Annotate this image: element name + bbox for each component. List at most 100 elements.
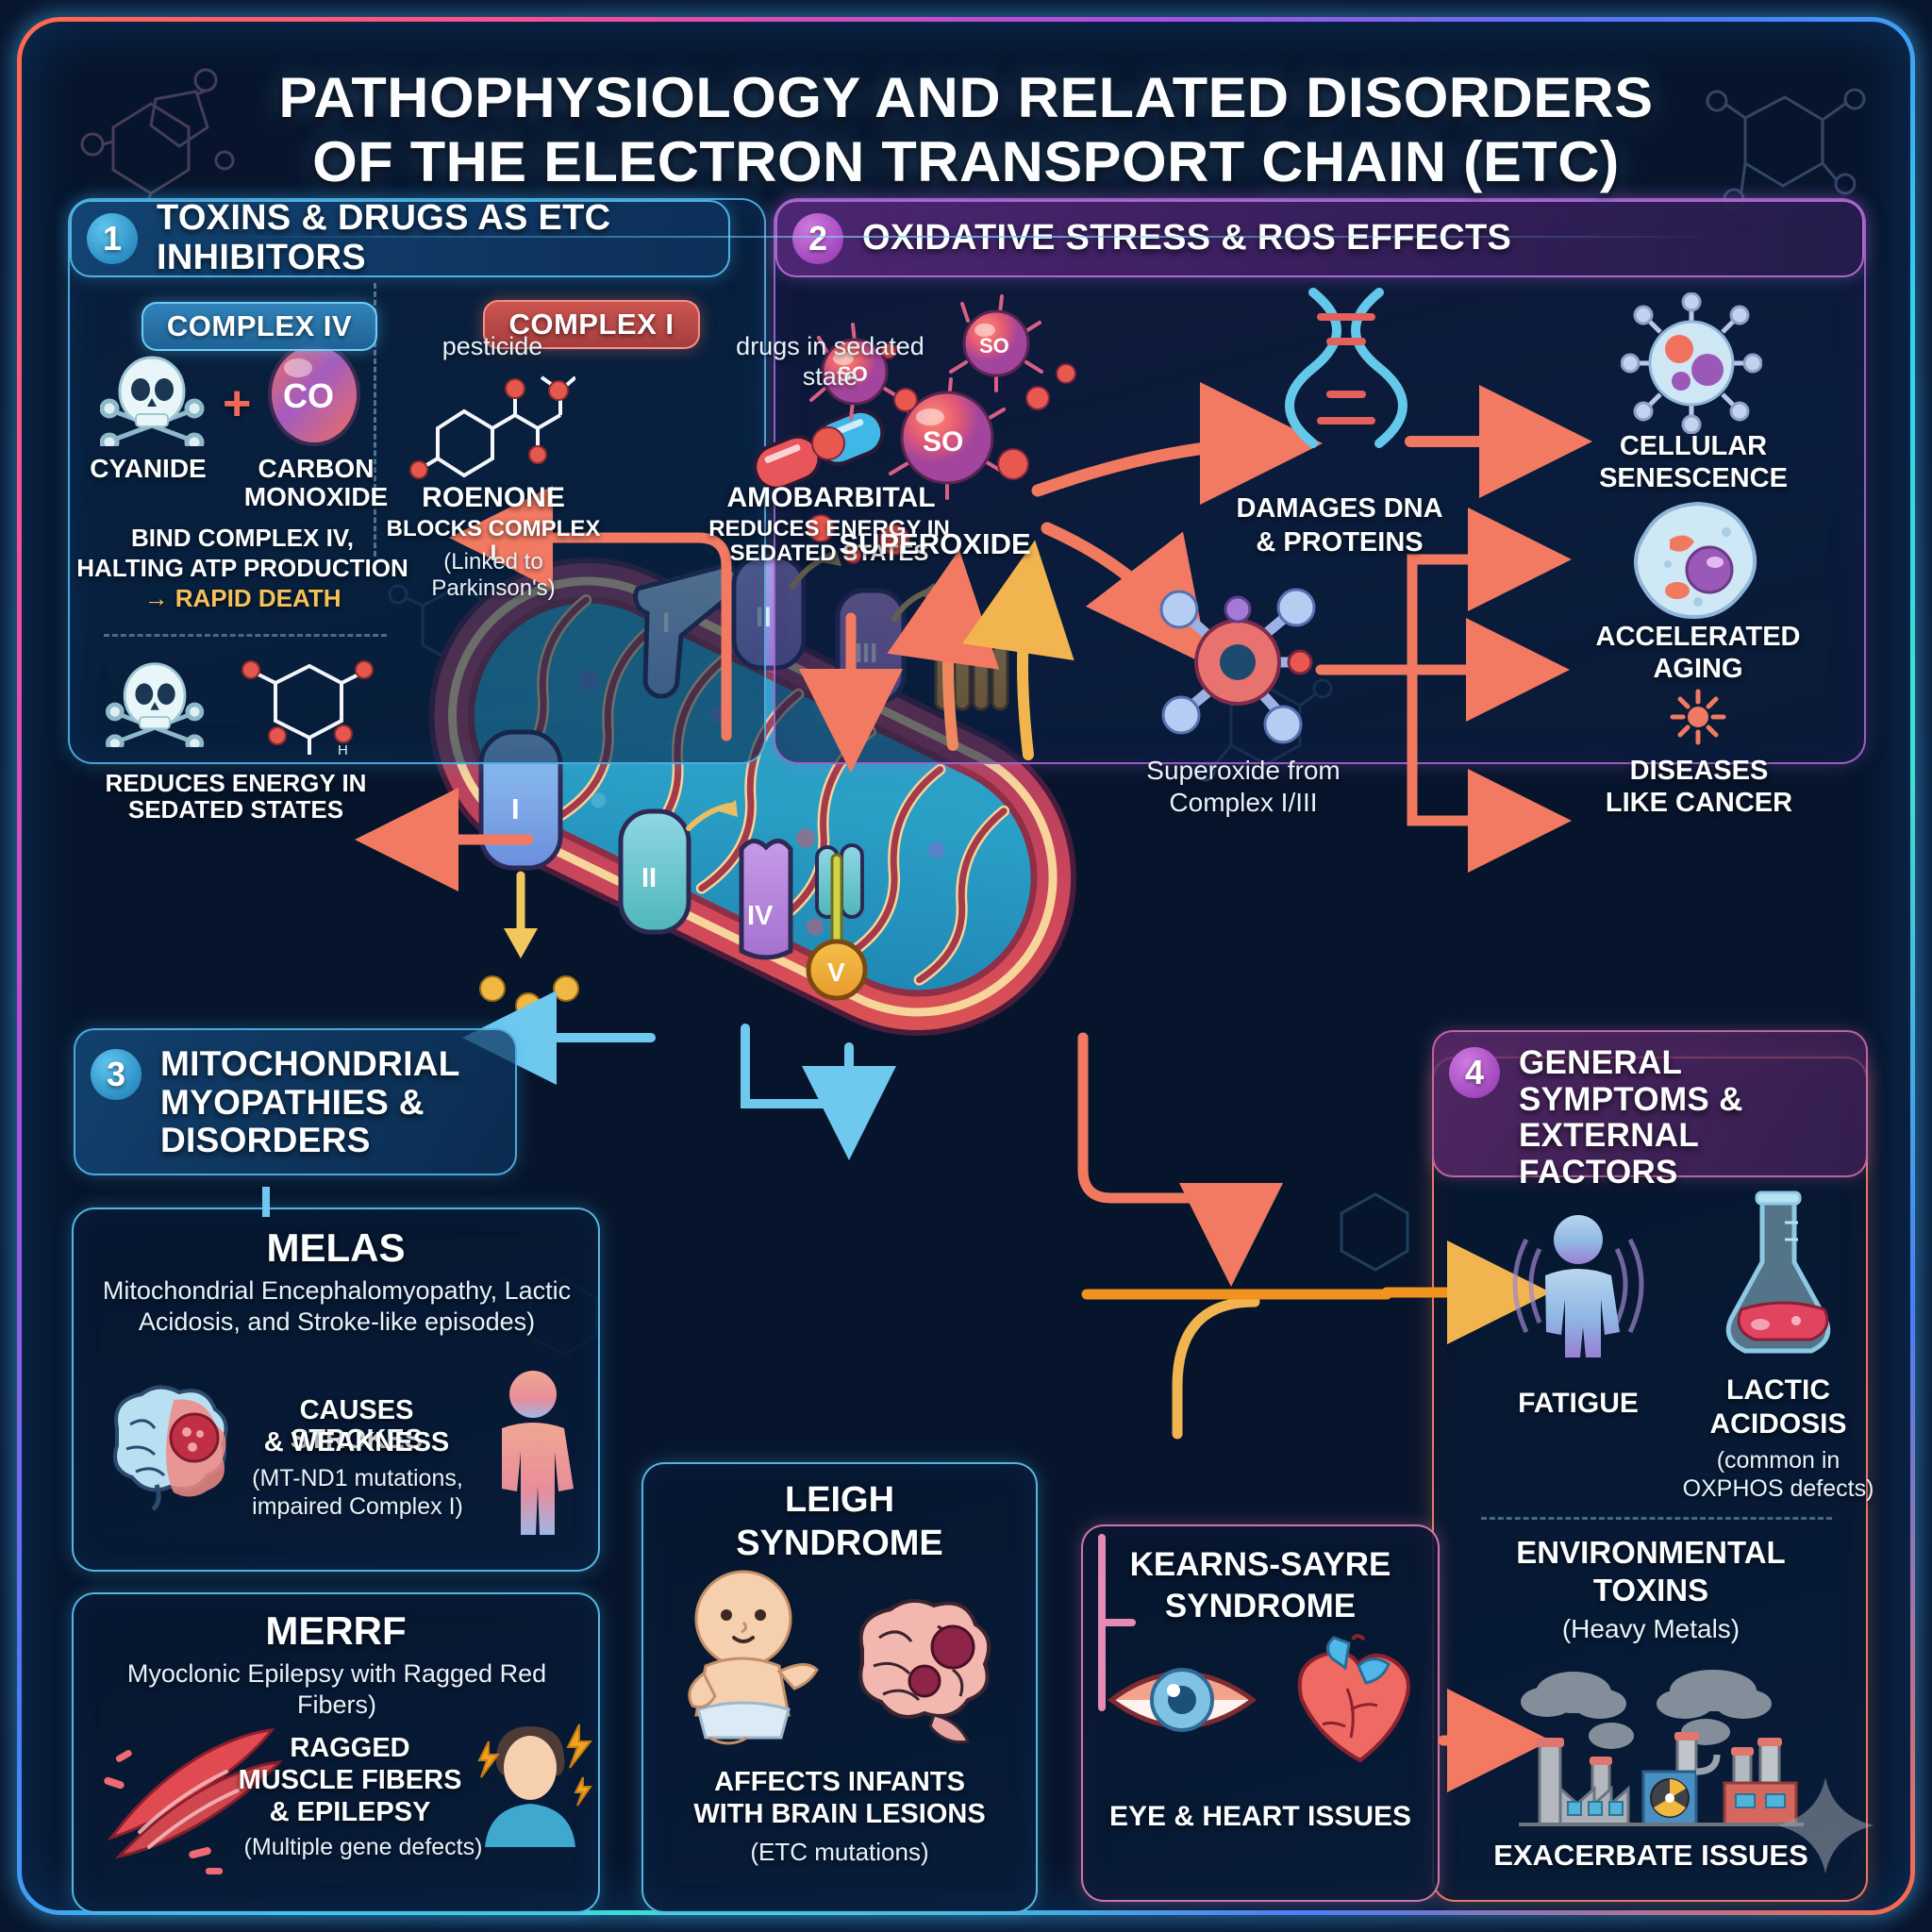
merrf-expansion: Myoclonic Epilepsy with Ragged Red Fiber… (126, 1659, 547, 1719)
panel-1-badge: 1 (87, 213, 138, 264)
person-seizure-icon (477, 1724, 593, 1847)
flask-icon (1725, 1191, 1831, 1354)
kicker-pesticide: pesticide (441, 332, 543, 360)
outcome-senescence-line2: SENESCENCE (1599, 463, 1788, 493)
effect-rapid-death: → RAPID DEATH (143, 584, 341, 612)
panel-4-badge: 4 (1449, 1047, 1500, 1098)
panel-4-title-line3: EXTERNAL FACTORS (1519, 1117, 1699, 1191)
outcome-aging-line2: AGING (1653, 654, 1743, 684)
barbiturate-molecule-icon: H (242, 660, 374, 758)
panel-4-header: 4 GENERAL SYMPTOMS & EXTERNAL FACTORS (1432, 1030, 1868, 1190)
label-carbon-monoxide: CARBON MONOXIDE (243, 454, 389, 512)
skull-crossbones-icon (106, 662, 205, 747)
panel-4-title-line2: SYMPTOMS & (1519, 1080, 1743, 1118)
label-fatigue: FATIGUE (1518, 1388, 1639, 1419)
svg-text:H: H (338, 742, 348, 758)
title-line-2: OF THE ELECTRON TRANSPORT CHAIN (ETC) (312, 129, 1620, 193)
label-damages-proteins: & PROTEINS (1256, 527, 1424, 558)
title-divider (208, 236, 1724, 238)
effect-bind-complex-iv: BIND COMPLEX IV, (131, 524, 354, 552)
sparkle-watermark-icon (1777, 1777, 1874, 1874)
outcome-diseases-line1: DISEASES (1629, 756, 1769, 786)
rotenone-molecule-icon (409, 375, 575, 479)
dna-helix-icon (1285, 288, 1407, 448)
heart-icon (1297, 1634, 1410, 1763)
panel-2-header: 2 OXIDATIVE STRESS & ROS EFFECTS (775, 200, 1864, 277)
leigh-note: (ETC mutations) (750, 1838, 929, 1866)
kearns-title-line1: KEARNS-SAYRE (1129, 1546, 1391, 1583)
svg-text:SO: SO (979, 334, 1009, 358)
merrf-effect-line1: RAGGED (290, 1733, 410, 1763)
leigh-title-line1: LEIGH (784, 1480, 895, 1520)
leigh-effect-line1: AFFECTS INFANTS (714, 1767, 965, 1797)
svg-text:CO: CO (283, 376, 334, 415)
brain-stroke-icon (113, 1385, 228, 1511)
lactic-note: (common in OXPHOS defects) (1682, 1447, 1874, 1502)
kearns-title-line2: SYNDROME (1164, 1588, 1357, 1624)
panel-3-title-line2: MYOPATHIES & (160, 1082, 425, 1122)
svg-text:II: II (641, 863, 657, 893)
melas-effect-line2: & WEAKNESS (263, 1427, 450, 1457)
panel-3-title-line1: MITOCHONDRIAL (160, 1044, 460, 1083)
melas-expansion: Mitochondrial Encephalomyopathy, Lactic … (102, 1276, 572, 1336)
merrf-effect-line3: & EPILEPSY (269, 1797, 431, 1827)
panel-3-title-line3: DISORDERS (160, 1121, 371, 1160)
svg-text:IV: IV (747, 901, 774, 931)
svg-text:I: I (511, 792, 520, 825)
label-amobarbital: AMOBARBITAL (726, 482, 936, 513)
kicker-drugs-sedated: drugs in sedated state (736, 332, 924, 391)
skull-crossbones-icon (100, 356, 205, 446)
panel-4-title-line1: GENERAL (1519, 1044, 1683, 1081)
panel-1-inner-divider (104, 634, 387, 637)
env-toxins-line2: TOXINS (1592, 1573, 1709, 1607)
panel-1-title: TOXINS & DRUGS AS ETC INHIBITORS (157, 198, 611, 277)
svg-text:V: V (827, 958, 845, 987)
lactic-line1: LACTIC (1726, 1374, 1830, 1406)
label-superoxide: SUPEROXIDE (839, 527, 1031, 560)
env-toxins-note: (Heavy Metals) (1561, 1614, 1740, 1643)
merrf-acronym: MERRF (265, 1608, 407, 1653)
co-molecule-icon: CO (268, 342, 360, 446)
label-rotenone: ROENONE (422, 482, 565, 513)
fatigue-figure-icon (1512, 1215, 1644, 1357)
svg-text:SO: SO (923, 426, 963, 458)
melas-note: (MT-ND1 mutations, impaired Complex I) (252, 1465, 463, 1520)
pill-complex-iv: COMPLEX IV (142, 302, 377, 351)
effect-reduces-energy-sedated: REDUCES ENERGY IN SEDATED STATES (105, 769, 367, 824)
leigh-effect-line2: WITH BRAIN LESIONS (693, 1799, 986, 1829)
note-superoxide-source: Superoxide from Complex I/III (1146, 756, 1341, 817)
complex-II-lower: II (618, 808, 691, 935)
label-cyanide: CYANIDE (90, 454, 207, 483)
plus-sign: + (223, 376, 252, 431)
title-line-1: PATHOPHYSIOLOGY AND RELATED DISORDERS (278, 66, 1654, 129)
outcome-cellular-line1: CELLULAR (1619, 431, 1768, 461)
panel-3-header: 3 MITOCHONDRIAL MYOPATHIES & DISORDERS (74, 1028, 517, 1175)
damaged-protein-icon (1159, 588, 1316, 744)
factory-smokestack-icon (1519, 1670, 1804, 1826)
effect-halting-atp: HALTING ATP PRODUCTION (76, 554, 408, 582)
panel-2-title: OXIDATIVE STRESS & ROS EFFECTS (862, 218, 1512, 258)
lactic-line2: ACIDOSIS (1709, 1408, 1847, 1440)
infant-icon (688, 1570, 819, 1745)
merrf-effect-line2: MUSCLE FIBERS (238, 1765, 462, 1795)
melas-acronym: MELAS (266, 1225, 406, 1270)
panel-3-badge: 3 (91, 1049, 142, 1100)
label-damages-dna: DAMAGES DNA (1236, 493, 1443, 524)
brain-lesions-icon (858, 1598, 991, 1744)
note-parkinsons: (Linked to Parkinson's) (431, 549, 556, 602)
aging-cell-icon (1634, 501, 1757, 620)
complex-IV-lower: IV (739, 839, 793, 960)
kearns-effect: EYE & HEART ISSUES (1108, 1801, 1412, 1832)
sunburst-icon (1670, 689, 1726, 745)
leigh-title-line2: SYNDROME (736, 1524, 943, 1563)
panel-2-badge: 2 (792, 213, 843, 264)
env-toxins-line1: ENVIRONMENTAL (1516, 1535, 1786, 1570)
outcome-cancer-line2: LIKE CANCER (1605, 788, 1793, 818)
page-title: PATHOPHYSIOLOGY AND RELATED DISORDERS OF… (0, 66, 1932, 194)
panel-4-divider (1481, 1517, 1832, 1520)
panel-1-header: 1 TOXINS & DRUGS AS ETC INHIBITORS (70, 198, 730, 277)
outcome-accelerated-line1: ACCELERATED (1595, 622, 1801, 652)
merrf-note: (Multiple gene defects) (243, 1834, 483, 1860)
eye-icon (1107, 1668, 1257, 1732)
